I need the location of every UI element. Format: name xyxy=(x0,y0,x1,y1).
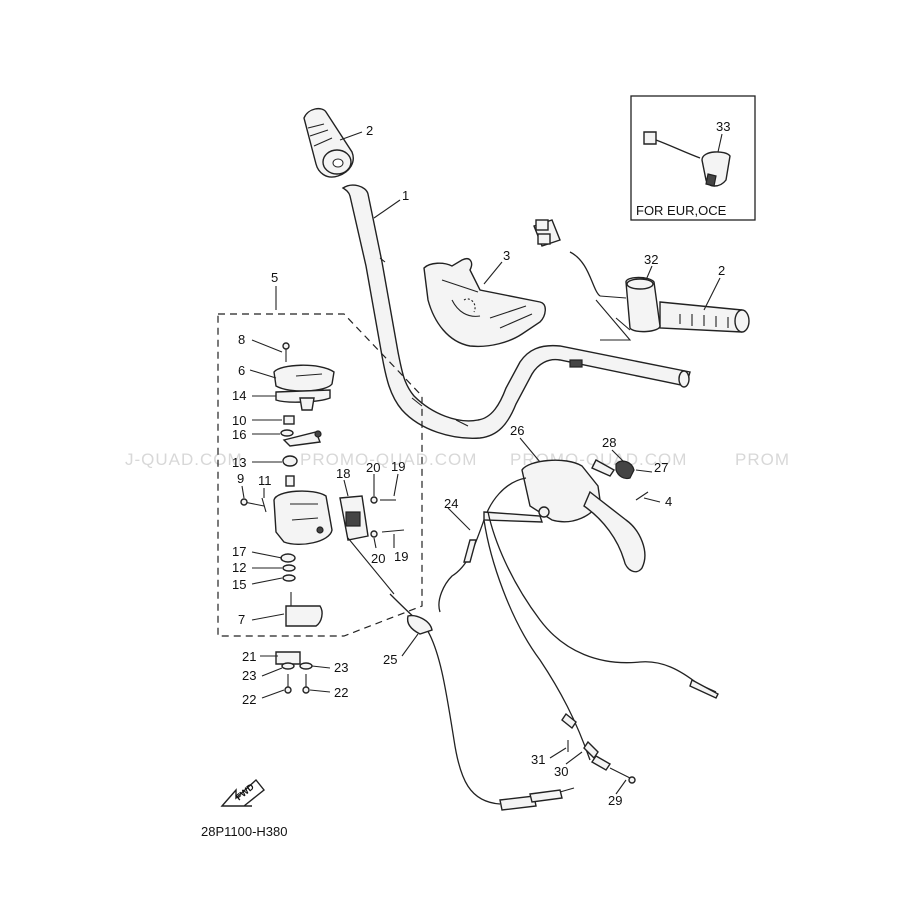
callout-31: 31 xyxy=(531,752,545,767)
callout-20-lower: 20 xyxy=(371,551,385,566)
callout-30: 30 xyxy=(554,764,568,779)
callout-5-switch-assy: 5 xyxy=(271,270,278,285)
left-grip xyxy=(303,107,354,178)
cables xyxy=(389,477,719,811)
callout-22-left: 22 xyxy=(242,692,256,707)
callout-1-handlebar: 1 xyxy=(402,188,409,203)
callout-2-left-grip: 2 xyxy=(366,123,373,138)
inset-box: FOR EUR,OCE xyxy=(630,95,756,221)
callout-6: 6 xyxy=(238,363,245,378)
callout-24: 24 xyxy=(444,496,458,511)
switch-assembly-parts xyxy=(240,342,405,694)
switch-assembly-boundary xyxy=(217,313,423,637)
callout-17: 17 xyxy=(232,544,246,559)
callout-7: 7 xyxy=(238,612,245,627)
forward-arrow-icon: FWD xyxy=(220,778,265,807)
watermark-text: PROMO-QUAD.COM xyxy=(300,450,477,469)
callout-4: 4 xyxy=(665,494,672,509)
callout-22-right: 22 xyxy=(334,685,348,700)
callout-27: 27 xyxy=(654,460,668,475)
right-grip xyxy=(659,301,750,333)
handlebar xyxy=(341,184,691,439)
callout-33: 33 xyxy=(716,119,730,134)
handlebar-cover xyxy=(423,258,546,348)
callout-23-right: 23 xyxy=(334,660,348,675)
callout-3-cover: 3 xyxy=(503,248,510,263)
callout-19-upper: 19 xyxy=(391,459,405,474)
callout-32-throttle: 32 xyxy=(644,252,658,267)
callout-13: 13 xyxy=(232,455,246,470)
callout-26: 26 xyxy=(510,423,524,438)
callout-15: 15 xyxy=(232,577,246,592)
inset-caption: FOR EUR,OCE xyxy=(636,203,727,218)
callout-11: 11 xyxy=(258,473,272,488)
callout-19-lower: 19 xyxy=(394,549,408,564)
callout-9: 9 xyxy=(237,471,244,486)
watermark-text: J-QUAD.COM xyxy=(125,450,243,469)
watermark: J-QUAD.COM PROMO-QUAD.COM PROMO-QUAD.COM… xyxy=(125,450,790,469)
callout-28: 28 xyxy=(602,435,616,450)
leader-lines xyxy=(241,131,723,795)
drawing-code: 28P1100-H380 xyxy=(201,824,288,839)
callout-12: 12 xyxy=(232,560,246,575)
callout-2-right-grip: 2 xyxy=(718,263,725,278)
throttle-housing xyxy=(533,219,661,341)
callout-29: 29 xyxy=(608,793,622,808)
callout-8: 8 xyxy=(238,332,245,347)
watermark-text: PROM xyxy=(735,450,790,469)
callout-21: 21 xyxy=(242,649,256,664)
callout-18: 18 xyxy=(336,466,350,481)
callouts: 2 1 3 2 32 33 5 8 6 14 10 16 13 9 11 18 … xyxy=(232,119,730,808)
callout-14: 14 xyxy=(232,388,246,403)
brake-lever-assembly xyxy=(521,459,649,573)
callout-20-upper: 20 xyxy=(366,460,380,475)
callout-23-left: 23 xyxy=(242,668,256,683)
callout-10: 10 xyxy=(232,413,246,428)
callout-16: 16 xyxy=(232,427,246,442)
callout-25: 25 xyxy=(383,652,397,667)
